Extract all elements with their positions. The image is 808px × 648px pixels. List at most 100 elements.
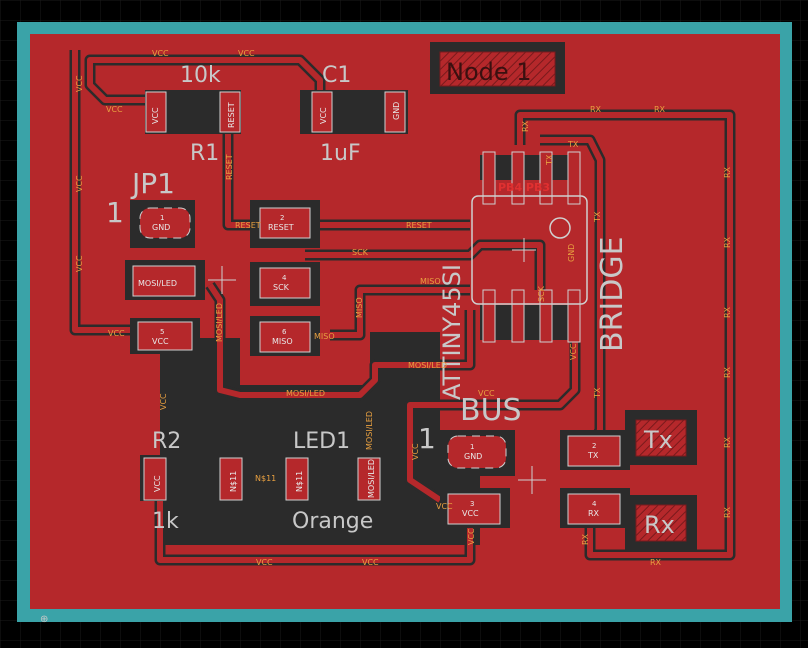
net-reset-ic: RESET: [406, 221, 432, 230]
rx-label-box: Rx: [625, 495, 697, 550]
jp1-pad-6[interactable]: [259, 321, 311, 353]
c1-pin1-net: VCC: [319, 107, 328, 124]
rx-label: Rx: [644, 511, 675, 539]
net-gnd-ic: GND: [567, 244, 576, 262]
c1-value: 1uF: [320, 141, 361, 166]
net-vcc-r1: VCC: [106, 105, 123, 114]
ic-attiny45[interactable]: ATTINY45SI PB4 PB3: [438, 151, 588, 400]
r1-pin1-net: VCC: [151, 107, 160, 124]
r2-pad-1[interactable]: [143, 457, 167, 501]
bus-pad-4[interactable]: [567, 493, 621, 525]
ic-pin-5[interactable]: [567, 151, 581, 205]
jp1[interactable]: JP1 1 1 GND 2 RESET MOSI/LED 4 SCK 5 VCC…: [106, 167, 320, 356]
jp1-pin2-num: 2: [280, 214, 284, 222]
bus-name: BUS: [460, 393, 522, 428]
r2-pad-2[interactable]: [219, 457, 243, 501]
net-vcc-bottom-1: VCC: [256, 558, 273, 567]
led1-pad-1[interactable]: [285, 457, 309, 501]
jp1-pad-4[interactable]: [259, 267, 311, 299]
net-rx-top-2: RX: [654, 105, 666, 114]
ic-pin-1[interactable]: [482, 289, 496, 343]
bus-pad-2[interactable]: [567, 435, 621, 467]
net-vcc-bus3-down: VCC: [467, 528, 476, 545]
jp1-pin1-net: GND: [152, 223, 170, 232]
led1-pin1-net: N$11: [295, 471, 304, 492]
net-mosi-led: MOSI/LED: [365, 411, 374, 450]
bus-pin1-net: GND: [464, 452, 482, 461]
r1-value: 10k: [180, 63, 221, 88]
net-vcc-ic4: VCC: [569, 343, 578, 360]
jp1-pin6-num: 6: [282, 328, 287, 336]
net-labels: VCC VCC VCC VCC VCC VCC VCC VCC VCC VCC …: [75, 49, 732, 567]
jp1-pin4-num: 4: [282, 274, 287, 282]
bus-header[interactable]: BUS 1 1 GND 2 TX 3 VCC 4 RX: [418, 393, 630, 528]
net-tx-right: TX: [593, 211, 602, 223]
r1-pad-1[interactable]: [145, 91, 167, 133]
net-vcc-top-1: VCC: [152, 49, 169, 58]
jp1-pad-1[interactable]: [139, 207, 191, 239]
r2-value: 1k: [152, 509, 179, 534]
net-vcc-left-1: VCC: [75, 75, 84, 92]
net-vcc-ic: VCC: [478, 389, 495, 398]
ic-pin-6[interactable]: [539, 151, 553, 205]
c1-pad-2[interactable]: [384, 91, 406, 133]
net-vcc-top-2: VCC: [238, 49, 255, 58]
led1-pad-2[interactable]: [357, 457, 381, 501]
r1-name: R1: [190, 141, 219, 166]
led1[interactable]: LED1 N$11 MOSI/LED Orange: [282, 429, 382, 534]
r1[interactable]: VCC RESET 10k R1: [145, 63, 241, 166]
bus-pin4-net: RX: [588, 509, 600, 518]
bus-pad-1[interactable]: [447, 435, 507, 469]
net-mosi-h: MOSI/LED: [286, 389, 325, 398]
bus-pin2-num: 2: [592, 442, 596, 450]
net-rx-right-5: RX: [723, 436, 732, 448]
bus-pin4-num: 4: [592, 500, 597, 508]
bus-pin2-net: TX: [587, 451, 599, 460]
tx-label: Tx: [643, 426, 673, 454]
bus-pad-3[interactable]: [447, 493, 501, 525]
led1-pin2-net: MOSI/LED: [367, 459, 376, 498]
r2-pin1-net: VCC: [153, 475, 162, 492]
net-rx-bus: RX: [581, 533, 590, 545]
jp1-pad-3[interactable]: [132, 265, 196, 297]
traces: [69, 50, 736, 566]
net-miso-jp: MISO: [314, 332, 335, 341]
led1-name: LED1: [293, 429, 350, 454]
bus-pin3-net: VCC: [462, 509, 479, 518]
node-label: Node 1: [430, 42, 565, 94]
bridge-label: BRIDGE: [595, 236, 630, 352]
node-title: Node 1: [446, 58, 532, 86]
jp1-pin5-net: VCC: [152, 337, 169, 346]
net-rx-right-6: RX: [723, 506, 732, 518]
jp1-pad-5[interactable]: [137, 321, 193, 351]
jp1-pin5-num: 5: [160, 328, 164, 336]
net-vcc-jp5: VCC: [108, 329, 125, 338]
net-rx-top-1: RX: [590, 105, 602, 114]
net-n11: N$11: [255, 474, 276, 483]
pin-annotation: PB4 PB3: [498, 181, 550, 194]
net-sck-ic: SCK: [537, 285, 546, 302]
jp1-pad-2[interactable]: [259, 207, 311, 239]
r1-pin2-net: RESET: [227, 102, 236, 128]
net-tx-ic: TX: [567, 140, 579, 149]
ic-pin-3[interactable]: [539, 289, 553, 343]
net-rx-ic: RX: [521, 120, 530, 132]
ic-pin-8[interactable]: [482, 151, 496, 205]
origin-marker: ⊕: [40, 614, 48, 625]
ic-pin-2[interactable]: [511, 289, 525, 343]
net-mosi-ic: MOSI/LED: [408, 361, 447, 370]
jp1-pin4-net: SCK: [273, 283, 290, 292]
jp1-name: JP1: [130, 167, 175, 200]
r1-pad-2[interactable]: [219, 91, 241, 133]
c1[interactable]: VCC GND C1 1uF: [300, 63, 408, 166]
ic-pin-4[interactable]: [567, 289, 581, 343]
net-vcc-left-2: VCC: [75, 255, 84, 272]
r2[interactable]: R2 VCC N$11 1k: [140, 429, 245, 534]
c1-pad-1[interactable]: [311, 91, 333, 133]
net-reset-jp: RESET: [235, 221, 261, 230]
net-reset-v: RESET: [225, 154, 234, 180]
jp1-pin1-num: 1: [160, 214, 164, 222]
net-rx-right-4: RX: [723, 366, 732, 378]
ic-pin-7[interactable]: [511, 151, 525, 205]
